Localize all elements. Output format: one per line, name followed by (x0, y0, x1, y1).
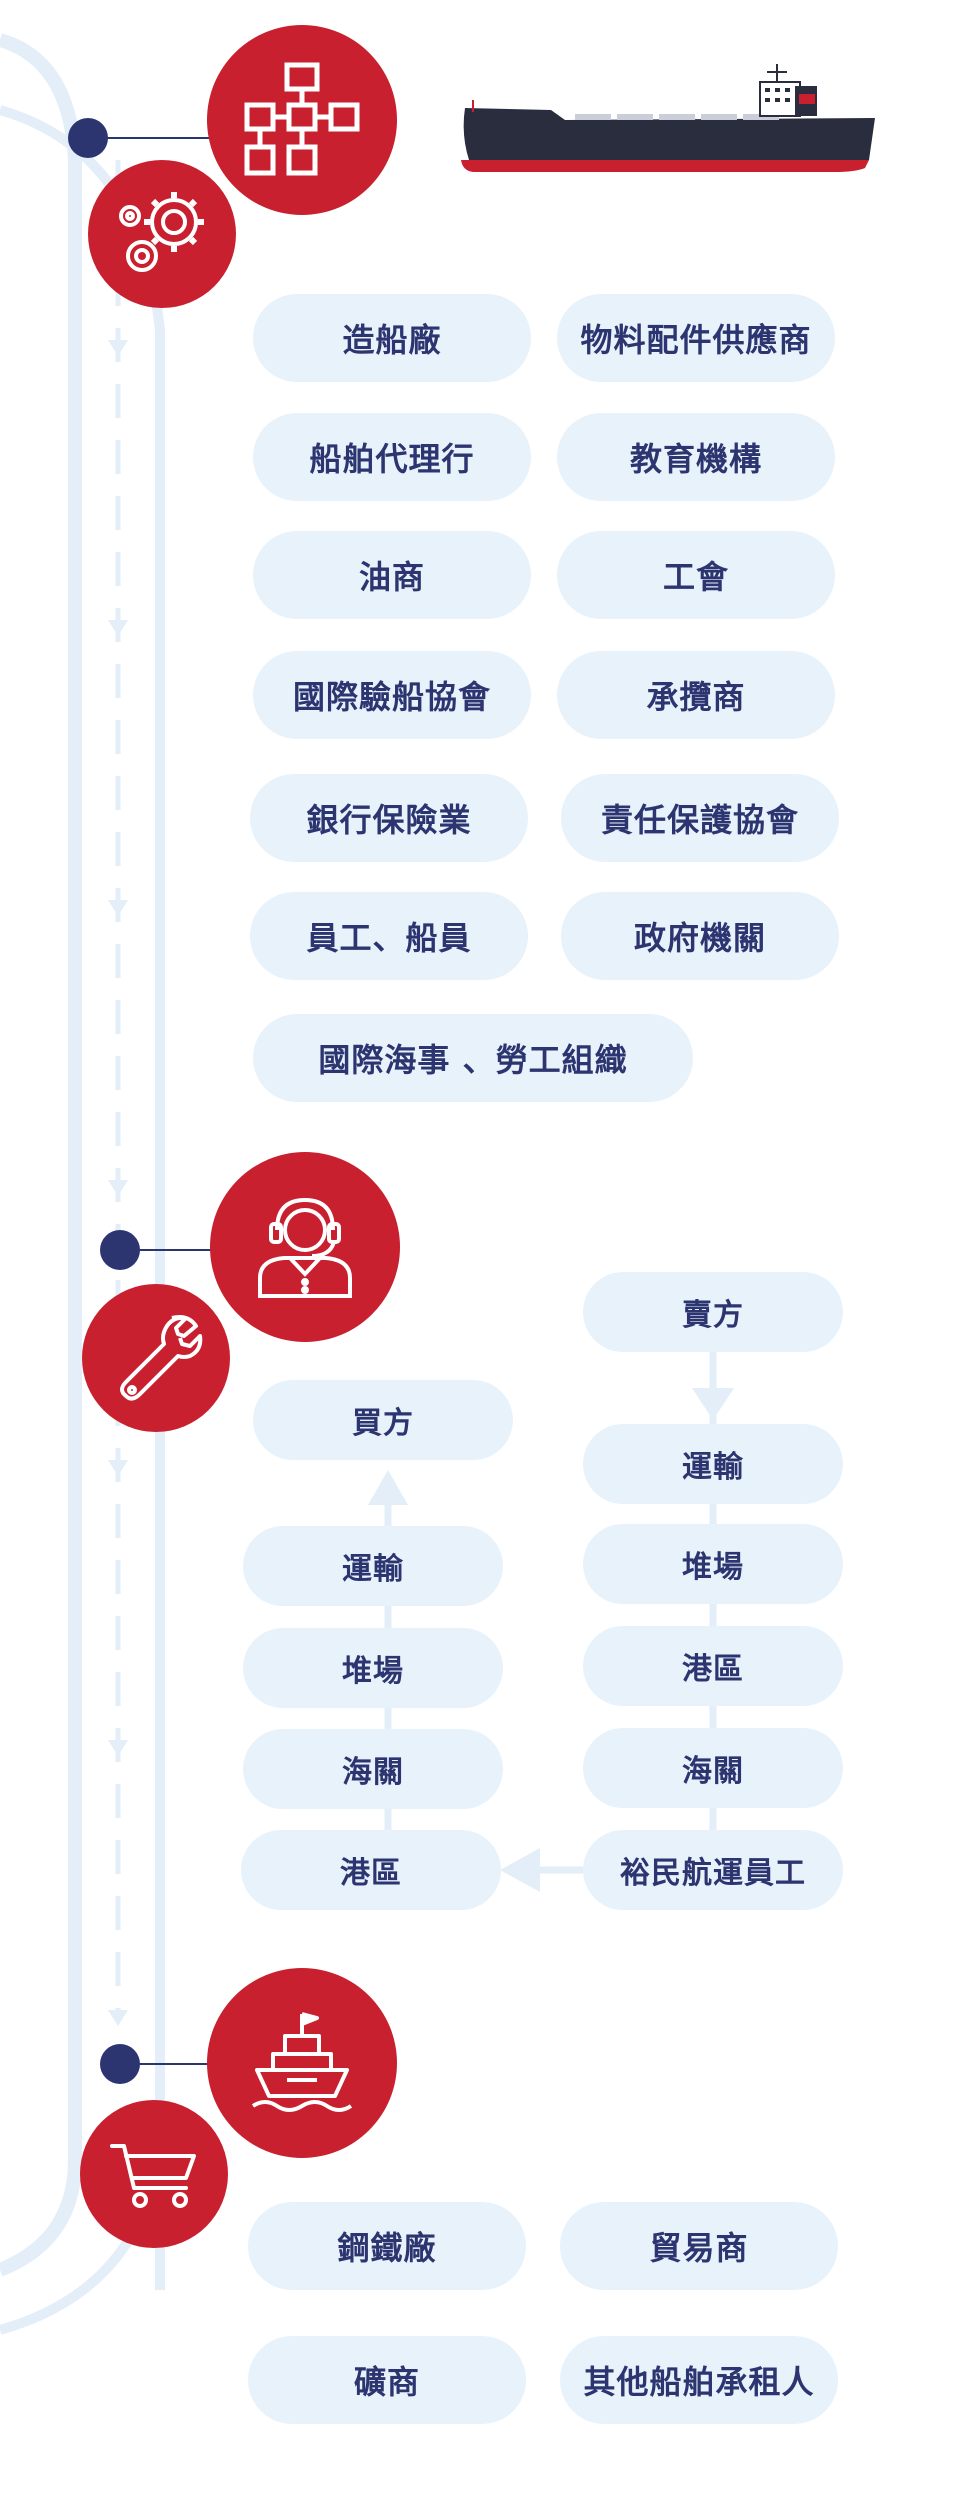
timeline-dot-1 (68, 118, 108, 158)
stakeholder-pill: 責任保護協會 (561, 774, 839, 862)
seller-flow-step: 港區 (583, 1626, 843, 1706)
org-chart-icon (244, 62, 360, 176)
buyer-flow-step: 買方 (253, 1380, 513, 1460)
seller-flow-step: 裕民航運員工 (583, 1830, 843, 1910)
stakeholder-pill: 教育機構 (557, 413, 835, 501)
seller-flow-step: 運輸 (583, 1424, 843, 1504)
timeline-dot-2 (100, 1230, 140, 1270)
stakeholder-pill: 國際海事 、勞工組織 (253, 1014, 693, 1102)
section1-sub-circle (88, 160, 236, 308)
stakeholder-pill: 油商 (253, 531, 531, 619)
buyer-flow-step: 運輸 (243, 1526, 503, 1606)
stakeholder-pill: 銀行保險業 (250, 774, 528, 862)
section2-sub-circle (82, 1284, 230, 1432)
customer-pill: 礦商 (248, 2336, 526, 2424)
customer-pill: 鋼鐵廠 (248, 2202, 526, 2290)
shopping-cart-icon (110, 2144, 196, 2208)
seller-flow-step: 堆場 (583, 1524, 843, 1604)
seller-flow-step: 賣方 (583, 1272, 843, 1352)
timeline-connector-3 (138, 2063, 214, 2065)
stakeholder-pill: 承攬商 (557, 651, 835, 739)
customer-service-headset-icon (258, 1197, 352, 1298)
section1-main-circle (207, 25, 397, 215)
stakeholder-pill: 員工、船員 (250, 892, 528, 980)
customer-pill: 其他船舶承租人 (560, 2336, 838, 2424)
wrench-icon (120, 1315, 203, 1401)
timeline-connector-1 (106, 137, 214, 139)
gears-icon (119, 192, 204, 272)
stakeholder-pill: 政府機關 (561, 892, 839, 980)
section3-main-circle (207, 1968, 397, 2158)
stakeholder-pill: 船舶代理行 (253, 413, 531, 501)
stakeholder-pill: 國際驗船協會 (253, 651, 531, 739)
timeline-connector-2 (138, 1249, 214, 1251)
customer-pill: 貿易商 (560, 2202, 838, 2290)
section2-main-circle (210, 1152, 400, 1342)
cargo-ship-illustration (461, 64, 875, 172)
stakeholder-pill: 造船廠 (253, 294, 531, 382)
buyer-flow-step: 堆場 (243, 1628, 503, 1708)
timeline-dot-3 (100, 2044, 140, 2084)
buyer-flow-step: 海關 (243, 1729, 503, 1809)
stakeholder-pill: 工會 (557, 531, 835, 619)
buyer-flow-step: 港區 (241, 1830, 501, 1910)
section3-sub-circle (80, 2100, 228, 2248)
seller-flow-step: 海關 (583, 1728, 843, 1808)
stakeholder-pill: 物料配件供應商 (557, 294, 835, 382)
ship-icon (251, 2012, 353, 2112)
